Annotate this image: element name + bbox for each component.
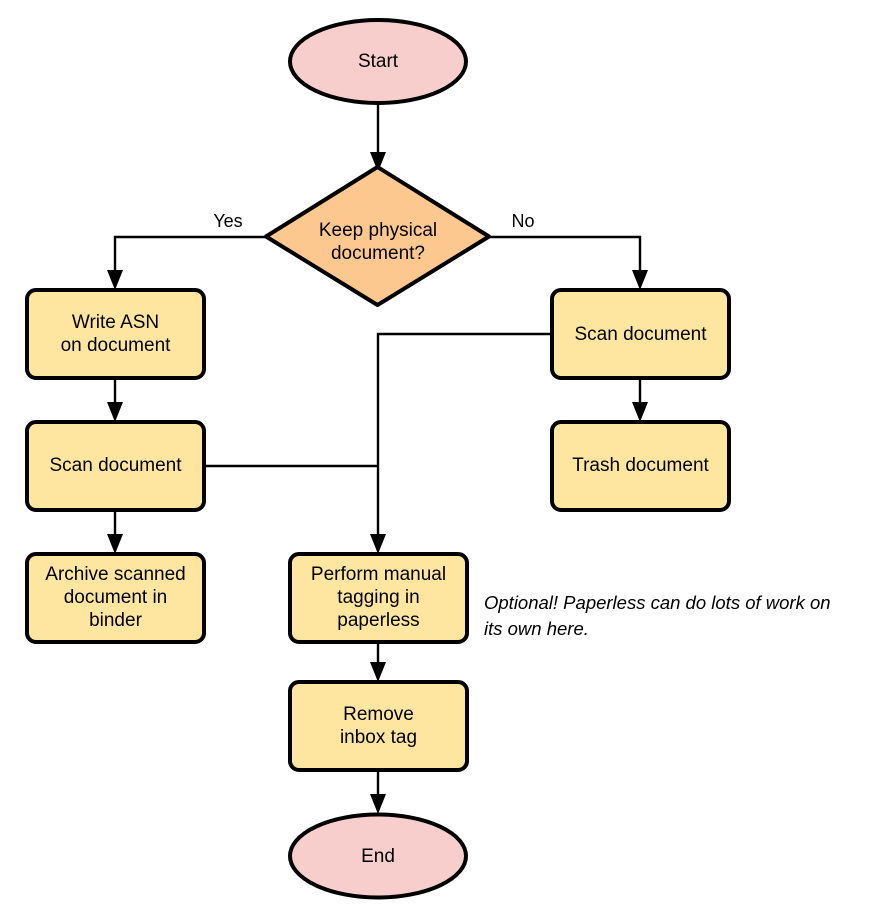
edge-scan-right-to-trash [632,378,648,422]
node-decision-keep-physical-document[interactable]: Keep physical document? [264,165,491,307]
node-trash-document[interactable]: Trash document [550,420,731,512]
write-asn-label-line1: Write ASN [72,312,159,333]
node-write-asn[interactable]: Write ASN on document [25,288,206,380]
scan-document-right-label: Scan document [574,324,707,345]
archive-box[interactable] [25,552,206,644]
trash-document-box[interactable] [550,420,731,512]
write-asn-label-line2: on document [61,335,172,356]
scan-document-right-box[interactable] [550,288,731,380]
annotation-line2: its own here. [484,618,589,639]
start-label: Start [358,51,399,72]
tagging-label-line1: Perform manual [311,564,446,585]
decision-label-line2: document? [331,243,425,264]
remove-inbox-tag-box[interactable] [288,680,469,772]
edge-scan-left-to-archive [107,510,123,554]
node-end[interactable]: End [288,812,468,900]
node-scan-document-right[interactable]: Scan document [550,288,731,380]
annotation-line1: Optional! Paperless can do lots of work … [484,592,831,613]
node-start[interactable]: Start [288,18,468,105]
edge-scan-right-to-tagging [370,332,552,554]
remove-inbox-label-line2: inbox tag [340,727,417,748]
end-label: End [361,846,395,867]
archive-label-line2: document in [64,587,168,608]
node-scan-document-left[interactable]: Scan document [25,420,206,512]
decision-diamond[interactable] [264,165,491,307]
start-ellipse[interactable] [288,18,468,105]
remove-inbox-label-line1: Remove [343,704,414,725]
tagging-label-line3: paperless [337,610,419,631]
archive-label-line3: binder [89,610,142,631]
write-asn-box[interactable] [25,288,206,380]
archive-label-line1: Archive scanned [45,564,185,585]
end-ellipse[interactable] [288,812,468,900]
node-archive-scanned-document[interactable]: Archive scanned document in binder [25,552,206,644]
edge-decision-yes-to-write-asn [107,235,266,290]
edge-label-no: No [511,211,534,231]
edge-remove-inbox-to-end [370,770,386,814]
decision-label-line1: Keep physical [319,220,437,241]
tagging-label-line2: tagging in [337,587,419,608]
tagging-box[interactable] [288,552,469,644]
trash-document-label: Trash document [572,455,709,476]
edge-decision-no-to-scan-right [489,235,648,290]
edge-write-asn-to-scan-left [107,378,123,422]
annotation-optional-paperless: Optional! Paperless can do lots of work … [484,592,831,639]
scan-document-left-box[interactable] [25,420,206,512]
node-perform-manual-tagging[interactable]: Perform manual tagging in paperless [288,552,469,644]
edge-label-yes: Yes [213,211,242,231]
node-remove-inbox-tag[interactable]: Remove inbox tag [288,680,469,772]
scan-document-left-label: Scan document [49,455,182,476]
edge-tagging-to-remove-inbox [370,642,386,682]
edge-start-to-decision [370,103,386,172]
